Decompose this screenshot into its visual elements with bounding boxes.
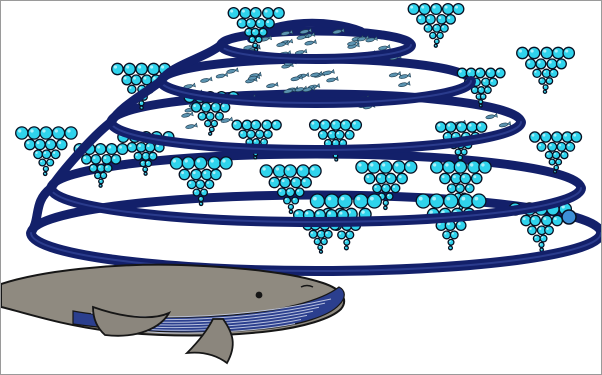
spiral-end-bubble bbox=[562, 210, 576, 224]
bubble-column bbox=[517, 47, 575, 93]
fish bbox=[185, 123, 197, 129]
fish bbox=[398, 81, 410, 87]
fish bbox=[304, 40, 316, 46]
bubble-column bbox=[408, 4, 464, 48]
fish bbox=[181, 112, 193, 118]
whale bbox=[1, 265, 344, 363]
whale-eye bbox=[256, 292, 263, 299]
fish bbox=[322, 69, 334, 75]
fish bbox=[485, 113, 497, 119]
fish bbox=[326, 77, 338, 83]
fish bbox=[200, 77, 212, 83]
fish bbox=[290, 75, 302, 81]
fish bbox=[226, 68, 238, 74]
fish bbox=[216, 73, 228, 79]
fish bbox=[266, 82, 278, 88]
